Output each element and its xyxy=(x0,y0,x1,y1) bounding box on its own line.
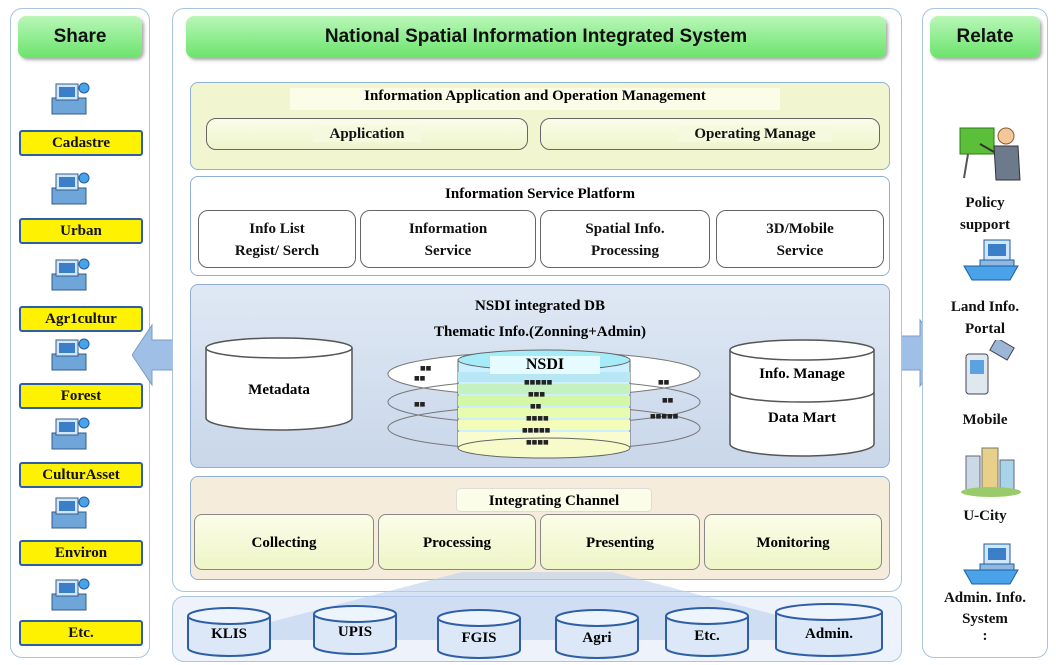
source-fgis-label[interactable]: FGIS xyxy=(461,630,497,646)
svg-text:■■■■■: ■■■■■ xyxy=(522,427,551,434)
computer-icon xyxy=(51,578,90,611)
share-item-culturasset[interactable]: CulturAsset xyxy=(19,462,143,488)
platform-3d-mobile-box[interactable]: 3D/Mobile Service xyxy=(716,210,884,268)
operating-manage-box[interactable]: Operating Manage xyxy=(540,118,880,150)
metadata-cylinder xyxy=(205,337,353,431)
share-item-cadastre[interactable]: Cadastre xyxy=(19,130,143,156)
relate-item-ucity[interactable]: U-City xyxy=(963,508,1007,524)
relate-item-line2: System xyxy=(962,611,1008,627)
platform-item-line2: Processing xyxy=(590,243,660,259)
platform-item-line2: Service xyxy=(424,243,472,259)
source-upis-label[interactable]: UPIS xyxy=(337,624,373,640)
computer-icon xyxy=(51,338,90,371)
computer-icon xyxy=(51,172,90,205)
platform-title: Information Service Platform xyxy=(445,186,635,202)
svg-text:■■■■■: ■■■■■ xyxy=(524,379,553,386)
platform-item-line1: Information xyxy=(408,221,488,237)
channel-item-label: Monitoring xyxy=(756,535,830,551)
source-cylinder xyxy=(775,603,883,657)
nsdi-stack: ■■■■■■ ■■■■■■■■■ ■■■■■■■■■■ ■■■■■■■■■■■■… xyxy=(387,349,701,459)
source-admin-label[interactable]: Admin. xyxy=(805,626,853,642)
relate-item-mobile[interactable]: Mobile xyxy=(962,412,1008,428)
source-cylinder xyxy=(437,609,521,659)
svg-text:■■■■■: ■■■■■ xyxy=(650,413,679,420)
application-box[interactable]: Application xyxy=(206,118,528,150)
platform-item-line1: Spatial Info. xyxy=(585,221,665,237)
platform-item-line1: Info List xyxy=(249,221,305,237)
mobile-icon xyxy=(965,340,1015,395)
db-subtitle: Thematic Info.(Zonning+Admin) xyxy=(434,324,646,340)
share-header: Share xyxy=(18,16,142,58)
db-title: NSDI integrated DB xyxy=(475,298,605,314)
channel-processing-box[interactable]: Processing xyxy=(378,514,536,570)
source-cylinder xyxy=(187,607,271,657)
source-etc-label[interactable]: Etc. xyxy=(694,628,720,644)
app-management-title: Information Application and Operation Ma… xyxy=(290,88,780,110)
nsdi-label: NSDI xyxy=(490,356,600,374)
source-cylinder xyxy=(665,607,749,657)
platform-information-service-box[interactable]: Information Service xyxy=(360,210,536,268)
center-header: National Spatial Information Integrated … xyxy=(186,16,886,58)
info-manage-cylinder xyxy=(729,339,875,457)
platform-item-line2: Service xyxy=(776,243,824,259)
metadata-label: Metadata xyxy=(248,382,310,398)
channel-monitoring-box[interactable]: Monitoring xyxy=(704,514,882,570)
computer-icon xyxy=(51,496,90,529)
operating-manage-label: Operating Manage xyxy=(678,126,832,142)
relate-item-line2: support xyxy=(959,217,1011,233)
data-mart-label: Data Mart xyxy=(768,410,836,426)
share-item-agriculture[interactable]: Agr1cultur xyxy=(19,306,143,332)
channel-collecting-box[interactable]: Collecting xyxy=(194,514,374,570)
relate-item-line1: Admin. Info. xyxy=(943,590,1027,606)
relate-header: Relate xyxy=(930,16,1040,58)
computer-icon xyxy=(51,82,90,115)
svg-text:■■■: ■■■ xyxy=(528,391,545,398)
relate-item-line1: Land Info. xyxy=(950,299,1020,315)
relate-item-admin-system[interactable]: Admin. Info. System xyxy=(926,588,1044,630)
share-item-forest[interactable]: Forest xyxy=(19,383,143,409)
application-label: Application xyxy=(313,126,421,142)
computer-user-icon xyxy=(963,543,1019,585)
svg-text:■■: ■■ xyxy=(420,365,432,372)
relate-item-line1: Policy xyxy=(965,195,1005,211)
channel-item-label: Processing xyxy=(422,535,492,551)
relate-item-land-portal[interactable]: Land Info. Portal xyxy=(930,296,1040,340)
relate-item-policy[interactable]: Policy support xyxy=(930,192,1040,236)
share-item-urban[interactable]: Urban xyxy=(19,218,143,244)
channel-title: Integrating Channel xyxy=(456,488,652,512)
city-icon xyxy=(961,447,1021,497)
share-item-etc[interactable]: Etc. xyxy=(19,620,143,646)
svg-text:■■■■: ■■■■ xyxy=(526,415,549,422)
platform-item-line1: 3D/Mobile xyxy=(766,221,834,237)
source-klis-label[interactable]: KLIS xyxy=(211,626,247,642)
relate-item-line2: Portal xyxy=(965,321,1005,337)
svg-text:■■: ■■ xyxy=(658,379,670,386)
info-manage-label: Info. Manage xyxy=(759,366,845,382)
svg-text:■■■■: ■■■■ xyxy=(526,439,549,446)
computer-user-icon xyxy=(963,239,1019,281)
svg-text:■■: ■■ xyxy=(530,403,542,410)
source-cylinder xyxy=(555,609,639,659)
svg-text:■■: ■■ xyxy=(662,397,674,404)
platform-info-list-box[interactable]: Info List Regist/ Serch xyxy=(198,210,356,268)
source-agri-label[interactable]: Agri xyxy=(582,630,612,646)
computer-icon xyxy=(51,258,90,291)
source-cylinder xyxy=(313,605,397,655)
presenter-icon xyxy=(959,127,1021,181)
computer-icon xyxy=(51,417,90,450)
platform-item-line2: Regist/ Serch xyxy=(234,243,320,259)
relate-more-indicator: : xyxy=(982,628,988,644)
svg-text:■■: ■■ xyxy=(414,401,426,408)
share-item-environ[interactable]: Environ xyxy=(19,540,143,566)
channel-item-label: Collecting xyxy=(251,535,317,551)
svg-text:■■: ■■ xyxy=(414,375,426,382)
platform-spatial-processing-box[interactable]: Spatial Info. Processing xyxy=(540,210,710,268)
channel-presenting-box[interactable]: Presenting xyxy=(540,514,700,570)
channel-item-label: Presenting xyxy=(585,535,655,551)
